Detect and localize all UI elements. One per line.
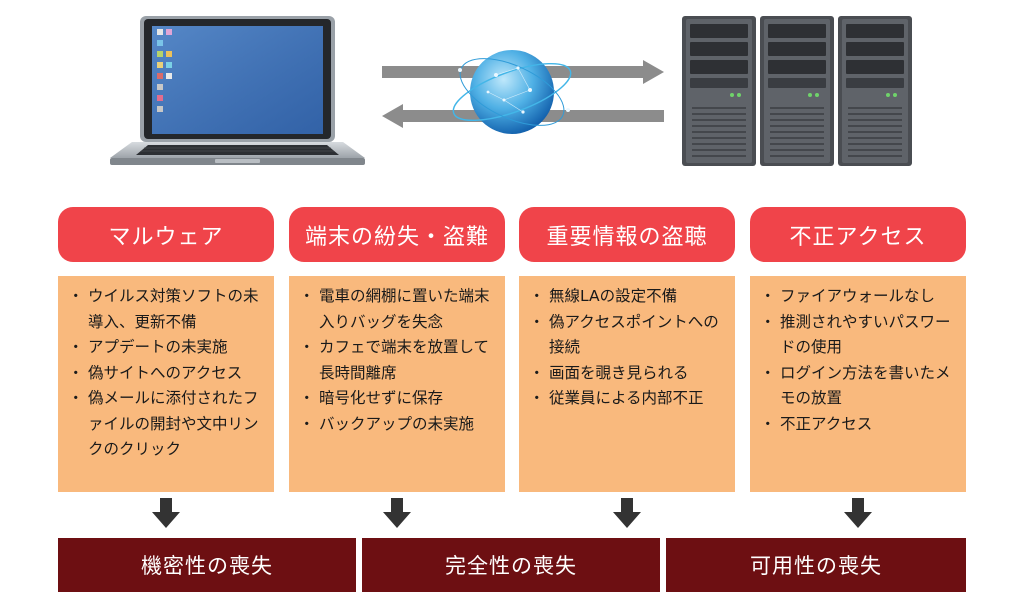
detail-item: アプデートの未実施 bbox=[68, 335, 262, 361]
detail-item: バックアップの未実施 bbox=[299, 412, 493, 438]
laptop-icon bbox=[110, 16, 365, 165]
result-integrity-loss: 完全性の喪失 bbox=[362, 538, 660, 592]
globe-network-icon bbox=[382, 50, 664, 134]
detail-item: ログイン方法を書いたメモの放置 bbox=[760, 361, 954, 412]
detail-item: 推測されやすいパスワードの使用 bbox=[760, 310, 954, 361]
detail-item: ウイルス対策ソフトの未導入、更新不備 bbox=[68, 284, 262, 335]
category-header-unauthorized-access: 不正アクセス bbox=[750, 207, 966, 262]
detail-item: 電車の網棚に置いた端末入りバッグを失念 bbox=[299, 284, 493, 335]
category-header-malware: マルウェア bbox=[58, 207, 274, 262]
detail-item: 偽サイトへのアクセス bbox=[68, 361, 262, 387]
result-availability-loss: 可用性の喪失 bbox=[666, 538, 966, 592]
detail-item: 無線LAの設定不備 bbox=[529, 284, 723, 310]
category-header-eavesdropping: 重要情報の盗聴 bbox=[519, 207, 735, 262]
server-tower-icon bbox=[682, 16, 912, 167]
down-arrow-icon bbox=[152, 498, 180, 528]
detail-item: 従業員による内部不正 bbox=[529, 386, 723, 412]
detail-box-eavesdropping: 無線LAの設定不備 偽アクセスポイントへの接続 画面を覗き見られる 従業員による… bbox=[519, 276, 735, 492]
detail-item: 暗号化せずに保存 bbox=[299, 386, 493, 412]
detail-box-unauthorized-access: ファイアウォールなし 推測されやすいパスワードの使用 ログイン方法を書いたメモの… bbox=[750, 276, 966, 492]
result-confidentiality-loss: 機密性の喪失 bbox=[58, 538, 356, 592]
down-arrow-icon bbox=[613, 498, 641, 528]
detail-item: 偽メールに添付されたファイルの開封や文中リンクのクリック bbox=[68, 386, 262, 463]
detail-box-device-loss: 電車の網棚に置いた端末入りバッグを失念 カフェで端末を放置して長時間離席 暗号化… bbox=[289, 276, 505, 492]
down-arrow-icon bbox=[383, 498, 411, 528]
detail-item: 偽アクセスポイントへの接続 bbox=[529, 310, 723, 361]
detail-box-malware: ウイルス対策ソフトの未導入、更新不備 アプデートの未実施 偽サイトへのアクセス … bbox=[58, 276, 274, 492]
detail-item: カフェで端末を放置して長時間離席 bbox=[299, 335, 493, 386]
detail-item: ファイアウォールなし bbox=[760, 284, 954, 310]
category-header-device-loss: 端末の紛失・盗難 bbox=[289, 207, 505, 262]
down-arrow-icon bbox=[844, 498, 872, 528]
detail-item: 画面を覗き見られる bbox=[529, 361, 723, 387]
detail-item: 不正アクセス bbox=[760, 412, 954, 438]
